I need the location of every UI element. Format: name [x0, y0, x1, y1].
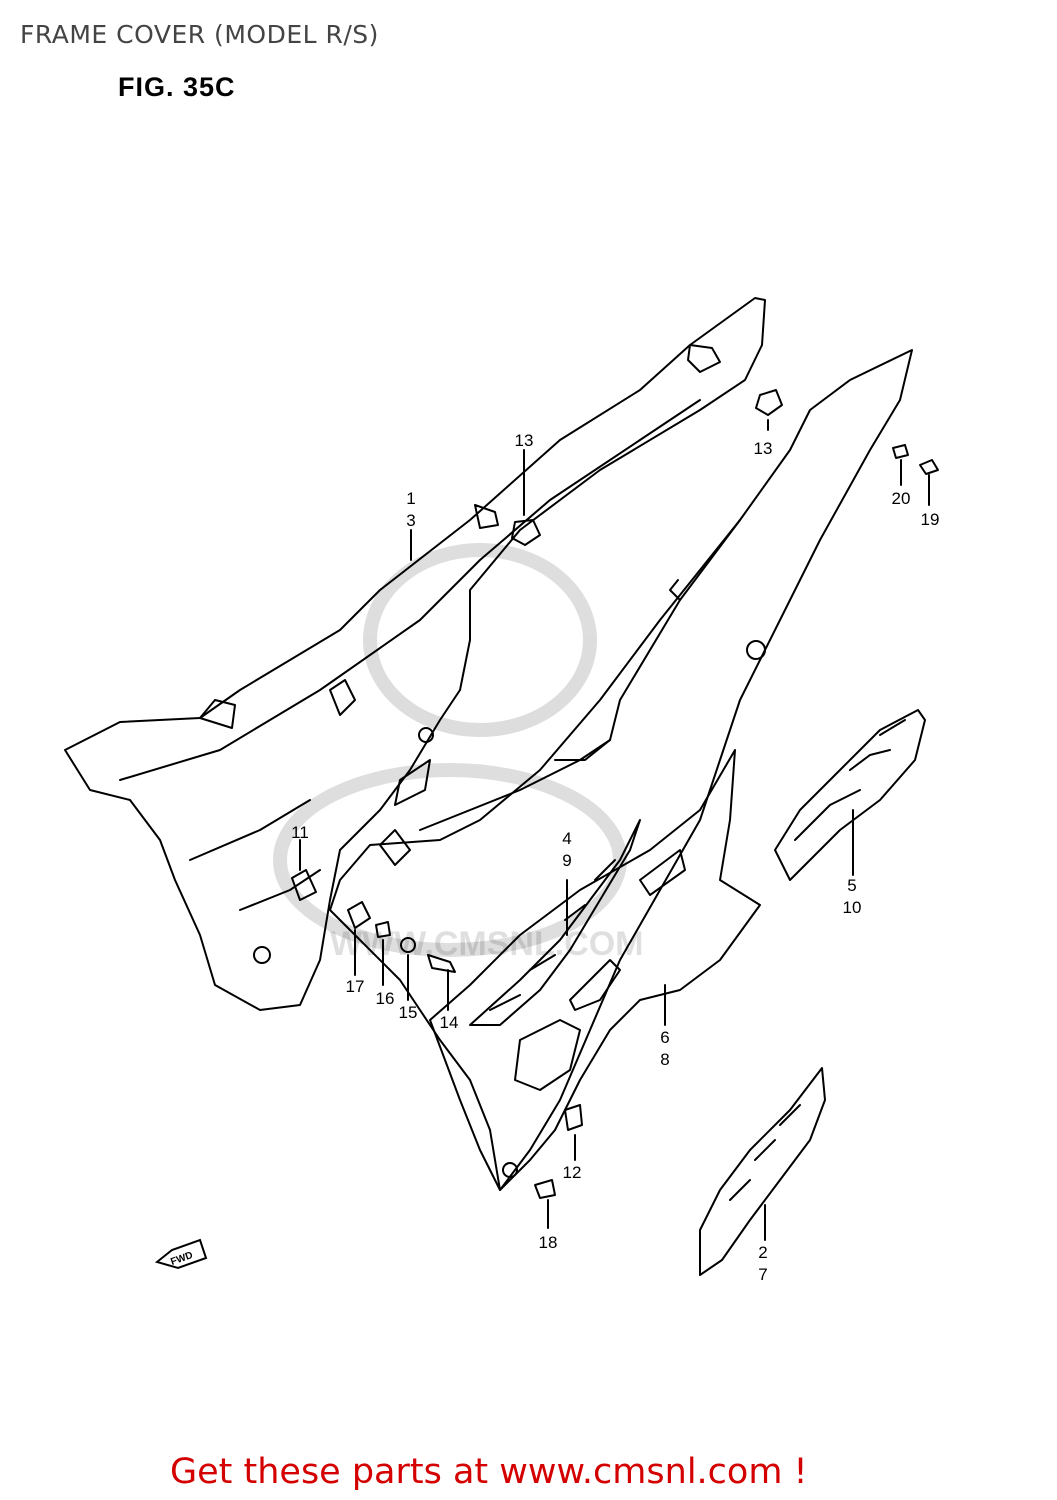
callout-6-8: 6 8	[660, 1028, 670, 1069]
spacer-16	[375, 921, 391, 938]
callout-4-9: 4 9	[562, 829, 572, 870]
callout-12: 12	[562, 1163, 582, 1182]
callout-13a: 13	[514, 431, 534, 450]
callout-18: 18	[538, 1233, 558, 1252]
callout-19: 19	[920, 510, 940, 529]
grommet-12	[564, 1104, 583, 1131]
fwd-label: FWD	[169, 1250, 194, 1268]
callout-17: 17	[345, 977, 365, 996]
page-title: FRAME COVER (MODEL R/S)	[20, 20, 379, 49]
bolt-14	[427, 954, 456, 973]
callout-11: 11	[291, 823, 309, 842]
rear-frame-cover	[64, 297, 766, 1011]
figure-label: FIG. 35C	[118, 72, 236, 102]
callout-16: 16	[375, 989, 395, 1008]
collar-11	[291, 869, 317, 901]
side-cover	[329, 349, 913, 1191]
lower-side-panel	[429, 749, 761, 1191]
screw-19	[919, 459, 939, 475]
stripe-decal	[469, 819, 641, 1026]
callout-20: 20	[891, 489, 911, 508]
cmsnl-parts-link[interactable]: Get these parts at www.cmsnl.com !	[170, 1452, 808, 1492]
callout-15: 15	[398, 1003, 418, 1022]
clip-20	[892, 444, 909, 459]
grommet-13a	[755, 389, 783, 416]
callout-5-10: 5 10	[842, 876, 862, 917]
callout-1-3: 1 3	[406, 489, 416, 530]
screw-18	[534, 1179, 556, 1199]
callout-2-7: 2 7	[758, 1243, 768, 1284]
fwd-arrow: FWD	[154, 1238, 208, 1270]
cushion-17	[347, 901, 371, 929]
callout-14: 14	[439, 1013, 459, 1032]
callout-13b: 13	[753, 439, 773, 458]
washer-15	[400, 937, 416, 953]
grommet-13b	[511, 519, 541, 546]
katana-emblem	[774, 709, 926, 881]
600-emblem	[699, 1067, 826, 1276]
